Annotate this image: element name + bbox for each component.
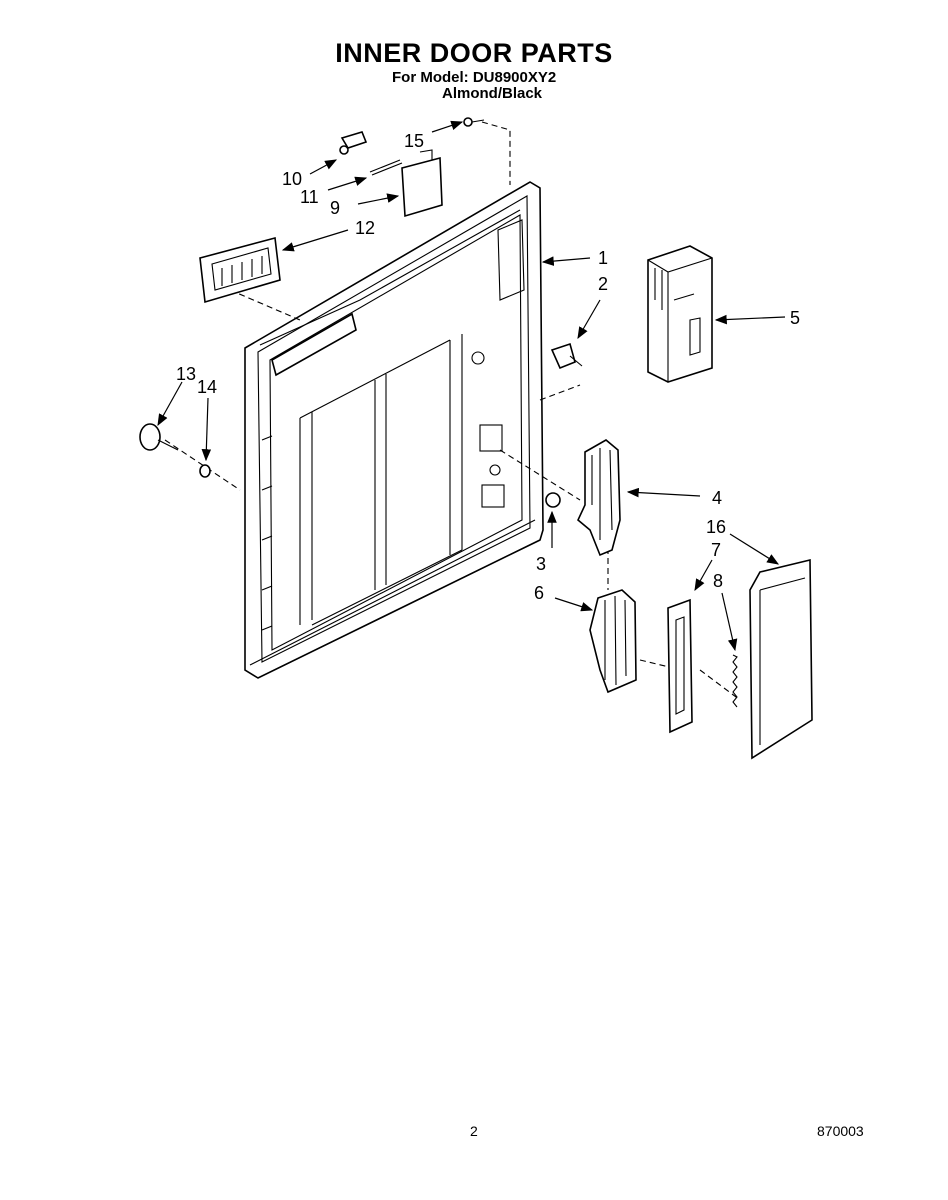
callout-5: 5 <box>790 308 800 328</box>
part-15-screw <box>463 117 485 127</box>
callout-8: 8 <box>713 571 723 591</box>
callout-11: 11 <box>300 187 319 207</box>
part-2-clip <box>550 342 583 370</box>
part-13-knob <box>139 423 179 451</box>
callout-3: 3 <box>536 554 546 574</box>
callout-1: 1 <box>598 248 608 268</box>
part-12-bracket <box>199 236 281 304</box>
page-number: 2 <box>470 1123 478 1139</box>
callout-14: 14 <box>197 377 217 397</box>
part-8-spring <box>732 654 738 708</box>
callout-arrows <box>157 120 786 652</box>
document-number: 870003 <box>817 1123 864 1139</box>
inner-door-panel <box>244 181 544 679</box>
model-info: For Model: DU8900XY2 Almond/Black <box>392 70 556 102</box>
page-title: INNER DOOR PARTS <box>335 38 613 68</box>
part-5-module <box>647 245 713 383</box>
part-7-slide <box>667 598 693 734</box>
color-line: Almond/Black <box>442 85 543 102</box>
model-line: For Model: DU8900XY2 <box>392 69 557 86</box>
callout-16: 16 <box>706 517 726 537</box>
callout-labels: 1 2 3 4 5 6 7 8 9 10 11 12 13 14 15 16 <box>176 131 800 603</box>
callout-7: 7 <box>711 540 721 560</box>
callout-13: 13 <box>176 364 196 384</box>
callout-12: 12 <box>355 218 375 238</box>
part-14-nut <box>199 464 211 478</box>
callout-6: 6 <box>534 583 544 603</box>
callout-15: 15 <box>404 131 424 151</box>
callout-4: 4 <box>712 488 722 508</box>
callout-10: 10 <box>282 169 302 189</box>
part-4-latch <box>577 439 621 557</box>
part-6-latch <box>589 589 637 694</box>
callout-2: 2 <box>598 274 608 294</box>
part-9-cover <box>401 149 443 218</box>
callout-9: 9 <box>330 198 340 218</box>
part-16-cover <box>749 558 813 760</box>
part-3-grommet <box>545 492 561 508</box>
part-10-11-hardware <box>339 131 403 176</box>
